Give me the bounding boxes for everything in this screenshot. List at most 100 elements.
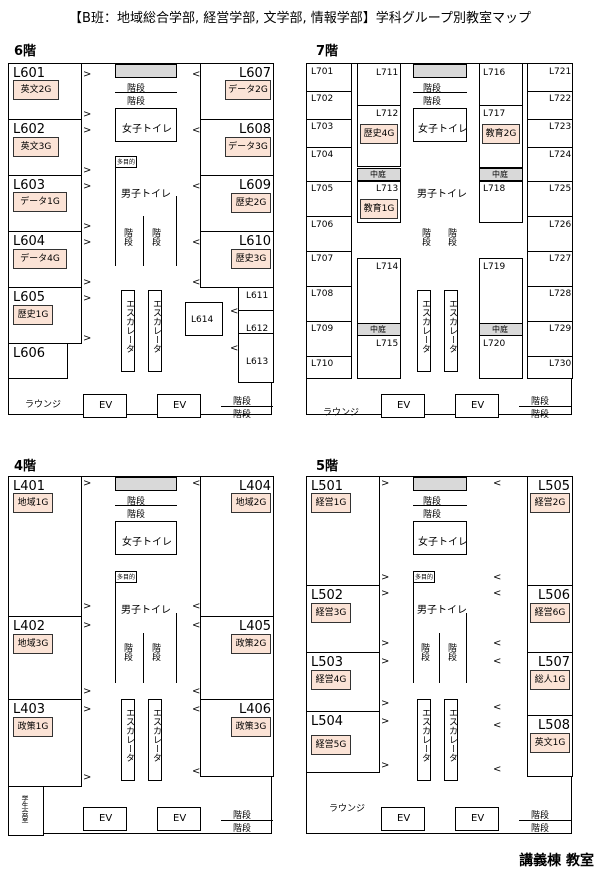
room-L507[interactable]: L507 総人1G (527, 652, 573, 716)
room-L401[interactable]: L401 地域1G (8, 476, 82, 617)
divider (528, 119, 572, 120)
room-L727[interactable]: L727 (549, 254, 572, 264)
room-L724[interactable]: L724 (549, 150, 572, 160)
room-L706[interactable]: L706 (311, 220, 334, 230)
divider (528, 181, 572, 182)
room-L708[interactable]: L708 (311, 289, 334, 299)
room-L406[interactable]: L406 政策3G (200, 699, 274, 777)
class-tag: データ4G (13, 249, 67, 269)
stairs-label: 階段 (531, 824, 550, 834)
wall (115, 571, 116, 683)
stairs-label: 階段 (531, 410, 550, 420)
room-L504[interactable]: L504 経営5G (306, 711, 380, 773)
room-L701[interactable]: L701 (311, 67, 334, 77)
room-L719[interactable]: L719 (479, 258, 523, 324)
room-L602[interactable]: L602 英文3G (8, 119, 82, 176)
room-L608[interactable]: L608 データ3G (200, 119, 274, 176)
room-L705[interactable]: L705 (311, 184, 334, 194)
room-L501[interactable]: L501 経営1G (306, 476, 380, 586)
room-L502[interactable]: L502 経営3G (306, 585, 380, 653)
stairs-label: 階段 (531, 811, 550, 821)
room-number: L501 (311, 479, 344, 494)
room-L402[interactable]: L402 地域3G (8, 616, 82, 700)
room-L614[interactable]: L614 (185, 302, 223, 336)
room-L606[interactable]: L606 (8, 343, 68, 379)
room-L609[interactable]: L609 歴史2G (200, 175, 274, 232)
room-L725[interactable]: L725 (549, 184, 572, 194)
room-L714[interactable]: L714 (357, 258, 401, 324)
floor-4-plan: L401 地域1G L402 地域3G L403 政策1G 学生会室 > > >… (8, 476, 274, 836)
door-icon: < (493, 638, 502, 649)
room-number: L604 (13, 234, 46, 249)
wall (143, 216, 144, 266)
room-L709[interactable]: L709 (311, 324, 334, 334)
room-L613[interactable]: L613 (238, 333, 274, 383)
wall (115, 156, 116, 266)
student-council-room[interactable]: 学生会室 (8, 786, 44, 836)
room-L605[interactable]: L605 歴史1G (8, 287, 82, 344)
room-L721[interactable]: L721 (549, 67, 572, 77)
class-tag: 経営6G (530, 603, 570, 623)
stairs-v-label: 階段 (122, 643, 132, 661)
door-icon: < (192, 620, 201, 631)
room-L729[interactable]: L729 (549, 324, 572, 334)
room-L710[interactable]: L710 (311, 359, 334, 369)
room-L726[interactable]: L726 (549, 220, 572, 230)
door-icon: > (83, 125, 92, 136)
door-icon: > (83, 293, 92, 304)
divider (519, 406, 571, 407)
door-icon: > (83, 181, 92, 192)
room-L612[interactable]: L612 (238, 310, 274, 334)
shaft (413, 64, 467, 78)
escalator: エスカレータ (148, 290, 162, 372)
room-L723[interactable]: L723 (549, 122, 572, 132)
door-icon: > (381, 656, 390, 667)
divider (528, 251, 572, 252)
room-L405[interactable]: L405 政策2G (200, 616, 274, 700)
room-L610[interactable]: L610 歴史3G (200, 231, 274, 288)
door-icon: < (192, 686, 201, 697)
wall (439, 633, 440, 683)
divider (519, 820, 571, 821)
room-L716[interactable]: L716 (479, 63, 523, 107)
room-L601[interactable]: L601 英文2G (8, 63, 82, 120)
room-L704[interactable]: L704 (311, 150, 334, 160)
stairs-label: 階段 (127, 510, 146, 520)
divider (307, 147, 351, 148)
class-tag: 歴史2G (231, 193, 271, 213)
door-icon: > (83, 601, 92, 612)
room-L707[interactable]: L707 (311, 254, 334, 264)
room-L712[interactable]: L712 歴史4G (357, 105, 401, 167)
womens-toilet: 女子トイレ (115, 108, 177, 142)
room-L722[interactable]: L722 (549, 94, 572, 104)
room-L720[interactable]: L720 (479, 335, 523, 379)
room-L702[interactable]: L702 (311, 94, 334, 104)
room-L607[interactable]: L607 データ2G (200, 63, 274, 120)
stairs-label: 階段 (127, 497, 146, 507)
room-L505[interactable]: L505 経営2G (527, 476, 573, 586)
wall (176, 613, 177, 683)
room-L713[interactable]: L713 教育1G (357, 181, 401, 223)
class-tag: 政策3G (231, 717, 271, 737)
room-L728[interactable]: L728 (549, 289, 572, 299)
door-icon: < (192, 601, 201, 612)
room-L503[interactable]: L503 経営4G (306, 652, 380, 712)
room-L715[interactable]: L715 (357, 335, 401, 379)
room-L604[interactable]: L604 データ4G (8, 231, 82, 288)
room-L703[interactable]: L703 (311, 122, 334, 132)
divider (115, 505, 177, 506)
room-L508[interactable]: L508 英文1G (527, 715, 573, 777)
door-icon: > (83, 478, 92, 489)
divider (221, 406, 273, 407)
room-L611[interactable]: L611 (238, 287, 274, 311)
room-L506[interactable]: L506 経営6G (527, 585, 573, 653)
divider (413, 92, 467, 93)
room-L603[interactable]: L603 データ1G (8, 175, 82, 232)
room-L717[interactable]: L717 教育2G (479, 105, 523, 168)
womens-toilet: 女子トイレ (413, 521, 468, 555)
room-L718[interactable]: L718 (479, 181, 523, 223)
door-icon: > (83, 704, 92, 715)
room-L403[interactable]: L403 政策1G (8, 699, 82, 787)
room-L404[interactable]: L404 地域2G (200, 476, 274, 617)
room-L730[interactable]: L730 (549, 359, 572, 369)
